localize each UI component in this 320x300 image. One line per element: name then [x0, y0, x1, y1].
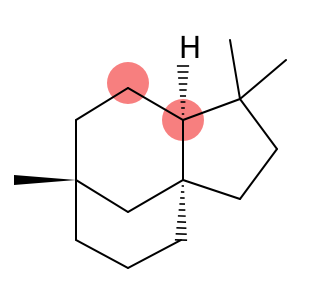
bond [229, 39, 241, 100]
methyl-wedge [14, 175, 76, 185]
bond [239, 148, 278, 200]
hydrogen-label: H [179, 31, 202, 66]
bond [127, 239, 182, 269]
bond [75, 87, 129, 121]
bridgehead-hashed [174, 185, 188, 241]
bond [75, 239, 129, 269]
bond [127, 179, 184, 213]
hydrogen-hashed [176, 65, 190, 115]
skeleton-bonds [75, 39, 287, 269]
bond [239, 98, 278, 150]
bond [182, 179, 241, 200]
bond [75, 179, 129, 213]
molecule-structure: H [14, 31, 287, 269]
bond [182, 98, 241, 121]
bond [239, 59, 287, 100]
bond [127, 87, 184, 121]
